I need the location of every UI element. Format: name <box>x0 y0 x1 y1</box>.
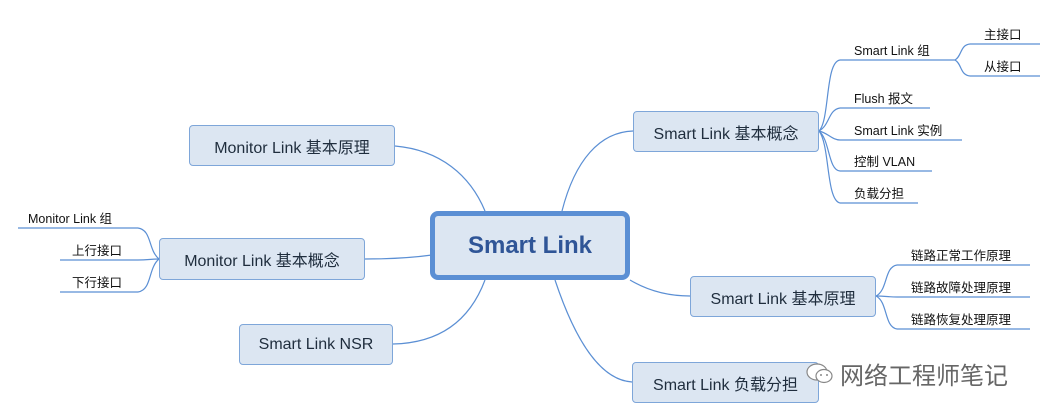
connector <box>137 258 160 261</box>
watermark: 网络工程师笔记 <box>806 356 1008 391</box>
connector <box>629 279 691 297</box>
leaf-flush-message[interactable]: Flush 报文 <box>854 92 914 106</box>
connector <box>818 130 841 141</box>
node-smart-link-principle[interactable]: Smart Link 基本原理 <box>690 276 876 317</box>
leaf-underlines <box>18 227 138 293</box>
node-monitor-link-concept[interactable]: Monitor Link 基本概念 <box>159 238 365 280</box>
watermark-text: 网络工程师笔记 <box>840 363 1008 390</box>
connector <box>561 130 634 212</box>
connector <box>954 43 971 61</box>
leaf-downlink-interface[interactable]: 下行接口 <box>72 276 123 290</box>
connector <box>554 279 633 383</box>
node-smart-link-load-sharing[interactable]: Smart Link 负载分担 <box>632 362 819 403</box>
leaf-underlines <box>970 43 1040 77</box>
connector <box>875 295 898 330</box>
leaf-link-failure[interactable]: 链路故障处理原理 <box>911 281 1012 295</box>
connector <box>392 279 486 345</box>
connector <box>818 130 841 204</box>
leaf-control-vlan[interactable]: 控制 VLAN <box>854 155 916 169</box>
connector <box>394 145 486 212</box>
central-node[interactable]: Smart Link <box>430 211 630 280</box>
node-smart-link-nsr[interactable]: Smart Link NSR <box>239 324 393 365</box>
leaf-slave-interface[interactable]: 从接口 <box>984 60 1022 74</box>
node-smart-link-concept[interactable]: Smart Link 基本概念 <box>633 111 819 152</box>
leaf-link-recovery[interactable]: 链路恢复处理原理 <box>911 313 1012 327</box>
leaf-load-sharing[interactable]: 负载分担 <box>854 187 905 201</box>
leaf-smart-link-instance[interactable]: Smart Link 实例 <box>854 124 943 138</box>
connector <box>818 107 841 132</box>
node-monitor-link-principle[interactable]: Monitor Link 基本原理 <box>189 125 395 166</box>
leaf-link-normal[interactable]: 链路正常工作原理 <box>911 249 1012 263</box>
leaf-smart-link-group[interactable]: Smart Link 组 <box>854 44 930 58</box>
wechat-icon <box>806 362 833 383</box>
leaf-underlines <box>840 59 962 204</box>
connector <box>137 227 160 260</box>
leaf-master-interface[interactable]: 主接口 <box>984 28 1022 42</box>
connector <box>875 295 898 298</box>
connector <box>954 59 971 77</box>
connector <box>137 258 160 293</box>
connector <box>364 254 433 260</box>
leaf-monitor-link-group[interactable]: Monitor Link 组 <box>28 212 113 226</box>
leaf-underlines <box>897 264 1030 330</box>
connector <box>875 264 898 297</box>
connector <box>818 59 841 132</box>
leaf-uplink-interface[interactable]: 上行接口 <box>72 244 123 258</box>
